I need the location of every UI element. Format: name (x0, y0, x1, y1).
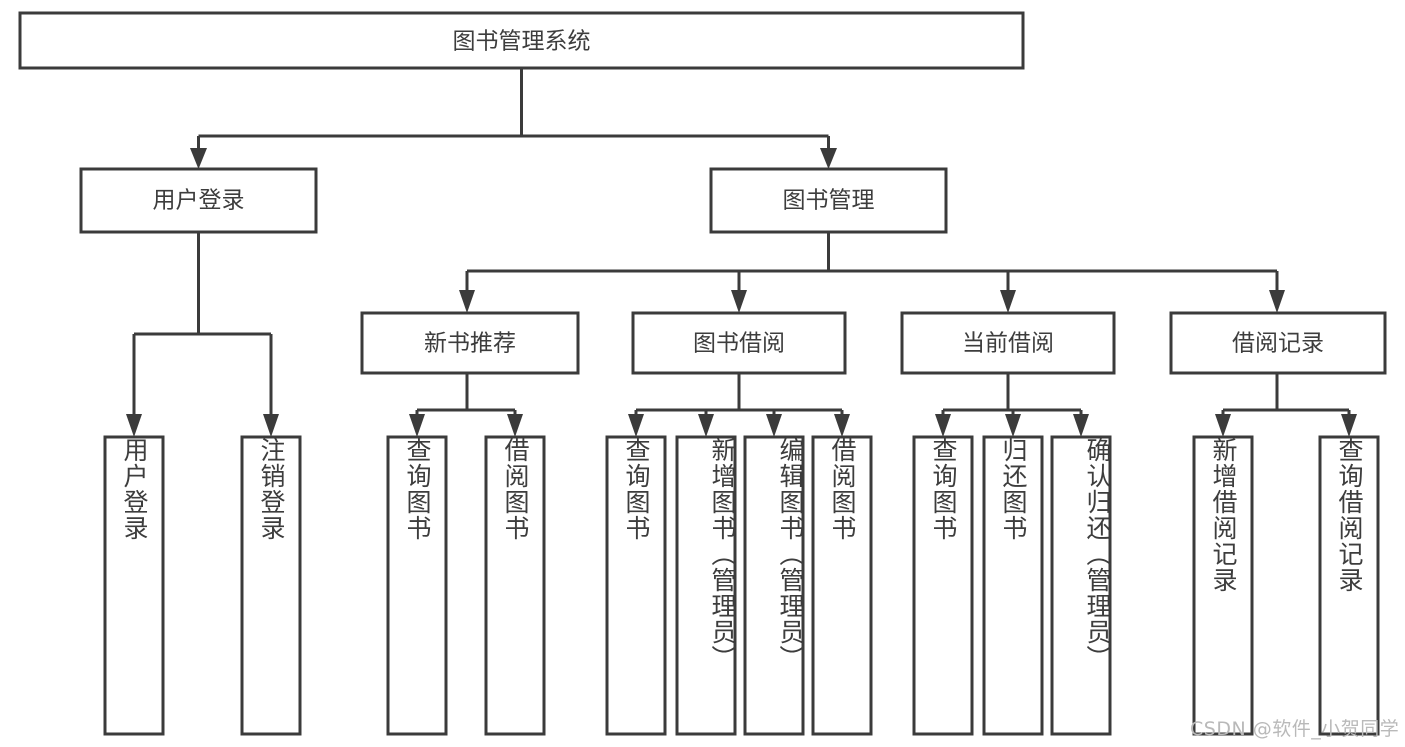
arrow-borrow-leaf-2 (698, 414, 714, 437)
leaf-box-query-borrow-record[interactable] (1318, 435, 1380, 736)
leaf-box-query-book-borrow[interactable] (605, 435, 667, 736)
arrow-to-book-mgmt (820, 148, 837, 169)
arrow-to-new-book-rec (459, 290, 475, 313)
node-book-management[interactable]: 图书管理 (709, 167, 948, 234)
arrow-record-leaf-2 (1341, 414, 1357, 437)
node-book-borrow[interactable]: 图书借阅 (631, 311, 847, 375)
node-book-management-label: 图书管理 (783, 188, 875, 214)
leaf-box-logout[interactable] (240, 435, 302, 736)
arrow-to-borrow-record (1269, 290, 1285, 313)
node-root[interactable]: 图书管理系统 (18, 11, 1025, 70)
node-book-borrow-label: 图书借阅 (693, 331, 785, 357)
leaf-box-query-book-current[interactable] (912, 435, 974, 736)
node-user-login-label: 用户登录 (153, 188, 245, 214)
node-new-book-recommend[interactable]: 新书推荐 (360, 311, 580, 375)
node-borrow-record-box (1169, 311, 1387, 375)
node-current-borrow-label: 当前借阅 (962, 331, 1054, 357)
arrow-to-leaf-logout (263, 414, 279, 437)
leaf-box-query-book-rec[interactable] (386, 435, 448, 736)
leaf-box-layer (103, 435, 1380, 736)
leaf-box-add-borrow-record[interactable] (1192, 435, 1254, 736)
csdn-watermark: CSDN @软件_小贺同学 (1190, 718, 1400, 740)
node-book-borrow-box (631, 311, 847, 375)
arrow-current-leaf-3 (1073, 414, 1089, 437)
node-user-login[interactable]: 用户登录 (79, 167, 318, 234)
arrow-newbook-leaf-1 (409, 414, 425, 437)
node-borrow-record-label: 借阅记录 (1232, 331, 1324, 357)
leaf-box-edit-book-admin[interactable] (743, 435, 805, 736)
connector-layer (126, 68, 1357, 437)
arrow-current-leaf-2 (1005, 414, 1021, 437)
leaf-box-confirm-return-admin[interactable] (1050, 435, 1112, 736)
arrow-to-user-login (190, 148, 207, 169)
node-root-box (18, 11, 1025, 70)
leaf-box-user-login[interactable] (103, 435, 165, 736)
node-current-borrow-box (900, 311, 1116, 375)
arrow-borrow-leaf-4 (834, 414, 850, 437)
leaf-box-borrow-book[interactable] (811, 435, 873, 736)
node-new-book-recommend-label: 新书推荐 (424, 331, 516, 357)
node-user-login-box (79, 167, 318, 234)
node-borrow-record[interactable]: 借阅记录 (1169, 311, 1387, 375)
arrow-to-leaf-user-login (126, 414, 142, 437)
node-root-label: 图书管理系统 (453, 29, 591, 55)
arrow-record-leaf-1 (1215, 414, 1231, 437)
arrow-current-leaf-1 (935, 414, 951, 437)
node-book-management-box (709, 167, 948, 234)
leaf-box-borrow-book-rec[interactable] (484, 435, 546, 736)
leaf-box-return-book[interactable] (982, 435, 1044, 736)
node-new-book-recommend-box (360, 311, 580, 375)
arrow-borrow-leaf-3 (766, 414, 782, 437)
arrow-borrow-leaf-1 (628, 414, 644, 437)
arrow-newbook-leaf-2 (507, 414, 523, 437)
arrow-to-book-borrow (731, 290, 747, 313)
node-current-borrow[interactable]: 当前借阅 (900, 311, 1116, 375)
arrow-to-current-borrow (1000, 290, 1016, 313)
leaf-box-add-book-admin[interactable] (675, 435, 737, 736)
